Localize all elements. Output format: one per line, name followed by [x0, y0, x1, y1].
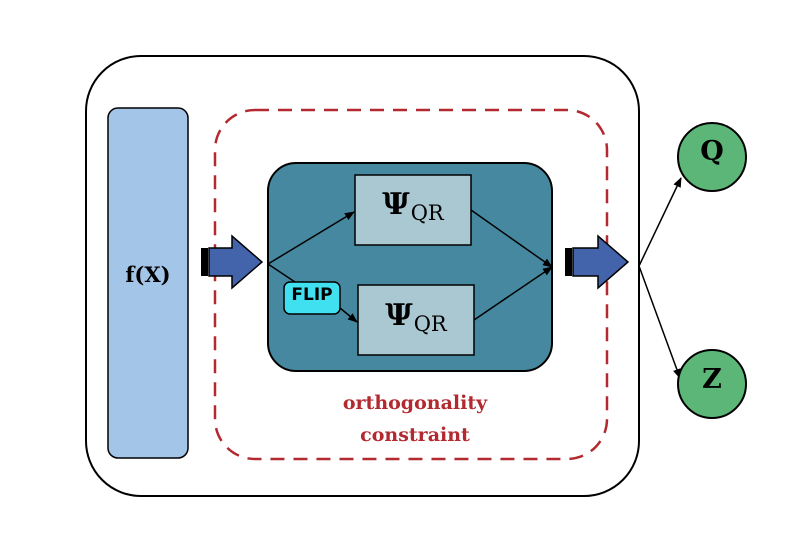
block-arrow-output	[565, 234, 630, 290]
psi-subscript: QR	[413, 312, 447, 336]
input-label: f(X)	[125, 262, 171, 287]
arrow-psi-bottom-to-merge	[473, 266, 553, 321]
psi-subscript: QR	[410, 201, 444, 225]
output-node-z	[677, 349, 747, 419]
arrow-split-to-psi-top	[267, 211, 355, 265]
psi-qr-box-top	[354, 174, 472, 246]
psi-qr-label-bottom: ΨQR	[358, 298, 474, 336]
input-block	[107, 107, 189, 459]
psi-qr-label-top: ΨQR	[355, 187, 471, 225]
arrow-split-to-flip	[267, 263, 296, 283]
arrow-to-q	[638, 177, 682, 267]
arrow-psi-top-to-merge	[470, 209, 553, 268]
constraint-label-line2: constraint	[360, 424, 470, 446]
block-arrow-input	[201, 234, 264, 290]
flip-box	[283, 281, 341, 315]
psi-symbol: Ψ	[385, 298, 413, 333]
output-node-q	[677, 122, 747, 192]
orthogonality-constraint-region	[213, 108, 609, 461]
output-q-label: Q	[700, 136, 724, 167]
psi-symbol: Ψ	[382, 187, 410, 222]
constraint-label-line1: orthogonality	[342, 392, 488, 414]
flip-label: FLIP	[291, 285, 333, 305]
arrow-flip-to-psi-bottom	[339, 307, 358, 323]
arrow-to-z	[638, 265, 681, 379]
output-z-label: Z	[702, 364, 722, 395]
